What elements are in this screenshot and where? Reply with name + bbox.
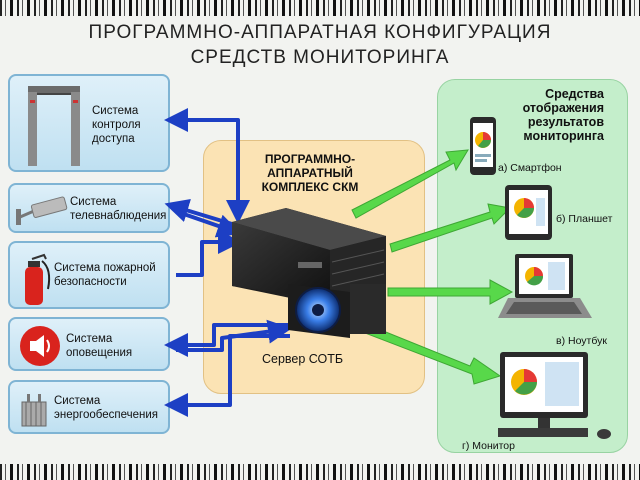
device-label-tablet: б) Планшет — [556, 213, 613, 225]
output-title: Средства отображения результатов монитор… — [522, 87, 604, 143]
arrow-access-control — [164, 108, 240, 218]
page-title-line1: ПРОГРАММНО-АППАРАТНАЯ КОНФИГУРАЦИЯ — [88, 22, 552, 43]
arrow-cctv-in — [177, 210, 242, 238]
output-arrows — [351, 149, 514, 385]
arrow-fire-safety — [176, 230, 242, 277]
metal-detector-gate-icon — [28, 86, 80, 166]
server-icon — [232, 208, 386, 338]
arrow-to-tablet — [389, 203, 512, 253]
fire-extinguisher-icon — [25, 253, 51, 305]
system-box-notification: Система оповещения — [8, 317, 170, 371]
system-box-cctv: Система телевнаблюдения — [8, 183, 170, 233]
system-box-power-supply: Система энергообеспечения — [8, 380, 170, 434]
top-barcode-border — [0, 0, 640, 16]
arrow-to-smartphone — [351, 149, 469, 219]
desktop-monitor-icon — [498, 352, 611, 439]
system-label-cctv: Система телевнаблюдения — [70, 196, 167, 222]
device-label-smartphone: а) Смартфон — [498, 162, 562, 174]
cctv-camera-icon — [16, 196, 68, 225]
transformer-icon — [21, 394, 47, 427]
system-box-fire-safety: Система пожарной безопасности — [8, 241, 170, 309]
server-label: Сервер СОТБ — [262, 352, 344, 366]
system-label-power-supply: Система энергообеспечения — [54, 395, 158, 421]
system-label-access-control: Система контроля доступа — [92, 105, 141, 145]
input-arrows — [164, 108, 292, 417]
device-label-laptop: в) Ноутбук — [556, 335, 607, 347]
system-label-fire-safety: Система пожарной безопасности — [54, 262, 156, 288]
speaker-icon — [20, 326, 60, 366]
smartphone-icon — [470, 117, 496, 175]
arrow-notification-out — [164, 323, 288, 357]
page-title-line2: СРЕДСТВ МОНИТОРИНГА — [190, 47, 450, 68]
arrow-power-supply — [164, 334, 290, 417]
laptop-icon — [498, 254, 592, 318]
system-label-notification: Система оповещения — [66, 333, 133, 359]
arrow-to-monitor — [351, 319, 502, 385]
core-title: ПРОГРАММНО- АППАРАТНЫЙ КОМПЛЕКС СКМ — [261, 152, 359, 194]
tablet-icon — [505, 185, 552, 240]
arrow-to-laptop — [387, 279, 514, 305]
bottom-barcode-border — [0, 464, 640, 480]
device-label-monitor: г) Монитор — [462, 440, 515, 452]
